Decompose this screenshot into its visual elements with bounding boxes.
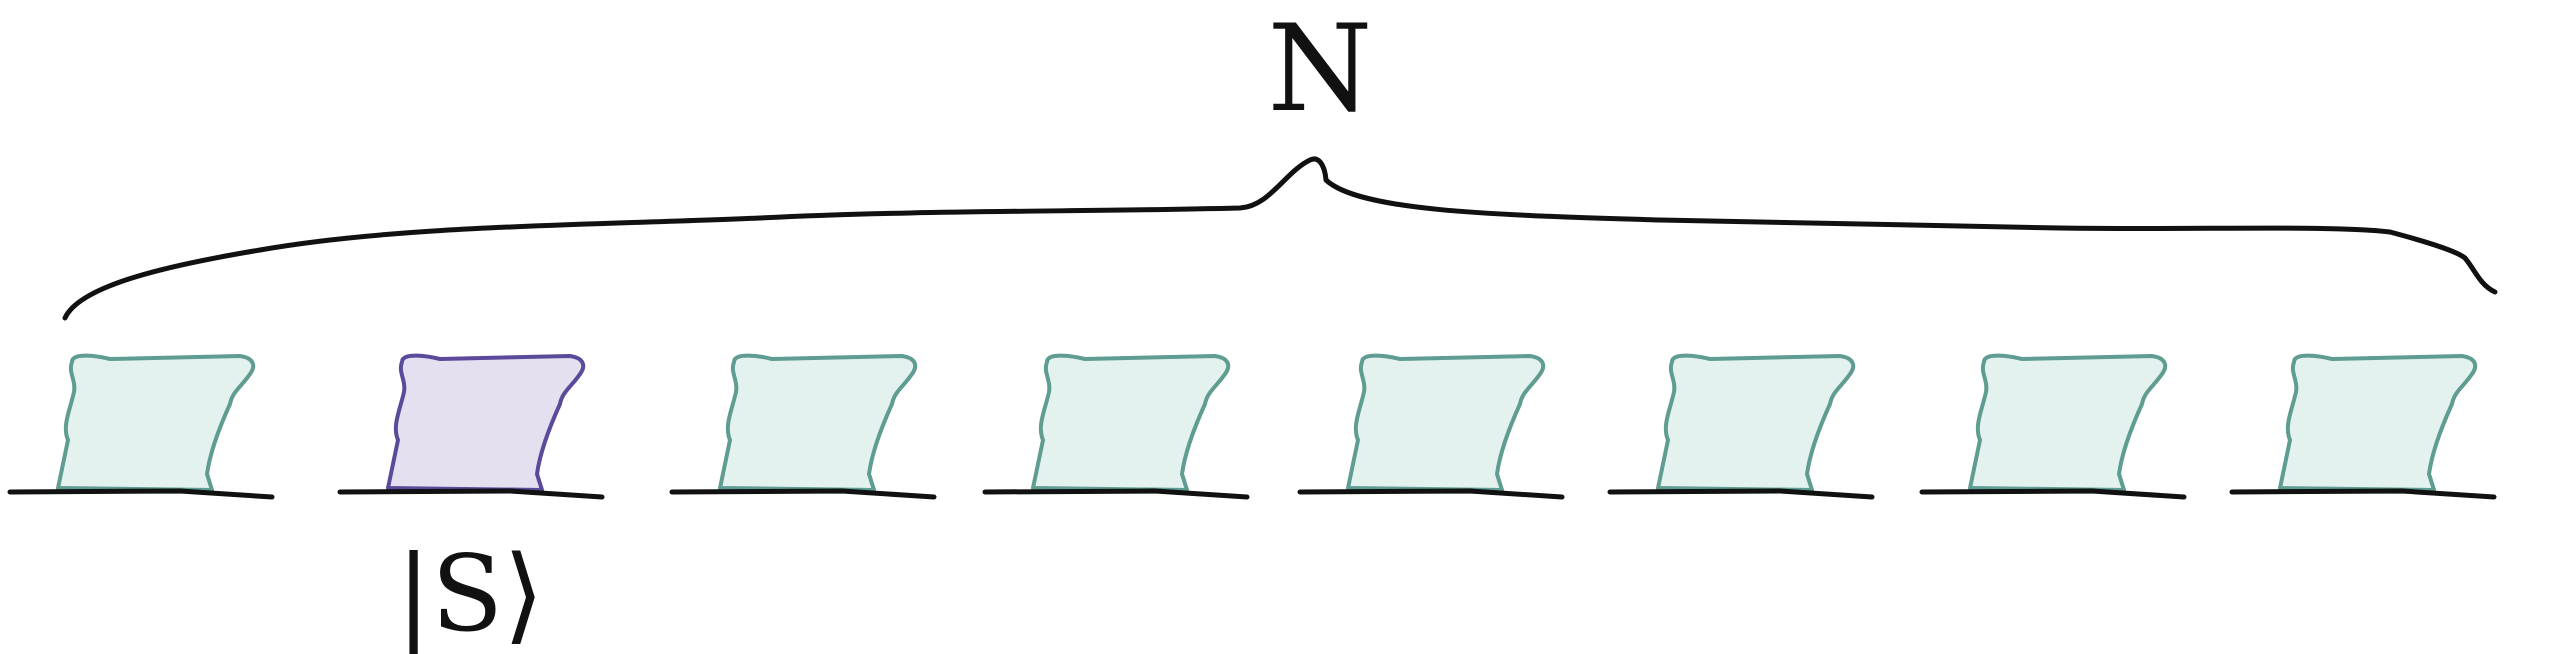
item-base-line: [1919, 488, 2187, 500]
item: [669, 353, 937, 500]
item-body: [718, 353, 918, 492]
item-base-line: [2229, 488, 2497, 500]
item-base-line: [982, 488, 1250, 500]
highlighted-item-body: [386, 353, 586, 492]
bottom-label: |S⟩: [396, 533, 544, 654]
item-base-line: [7, 488, 275, 500]
item-base-line: [1297, 488, 1565, 500]
item: [1919, 353, 2187, 500]
item-base-line: [337, 488, 605, 500]
item-body: [1031, 353, 1231, 492]
item: [7, 353, 275, 500]
item: [1297, 353, 1565, 500]
highlighted-item: [337, 353, 605, 500]
item-body: [1656, 353, 1856, 492]
item: [2229, 353, 2497, 500]
item-body: [2278, 353, 2478, 492]
item-body: [1968, 353, 2168, 492]
item-base-line: [1607, 488, 1875, 500]
item: [1607, 353, 1875, 500]
curly-brace: [62, 156, 2498, 321]
top-label: N: [1268, 0, 1373, 139]
item-body: [56, 353, 256, 492]
item-body: [1346, 353, 1546, 492]
item-base-line: [669, 488, 937, 500]
items-row: [7, 353, 2497, 500]
item: [982, 353, 1250, 500]
